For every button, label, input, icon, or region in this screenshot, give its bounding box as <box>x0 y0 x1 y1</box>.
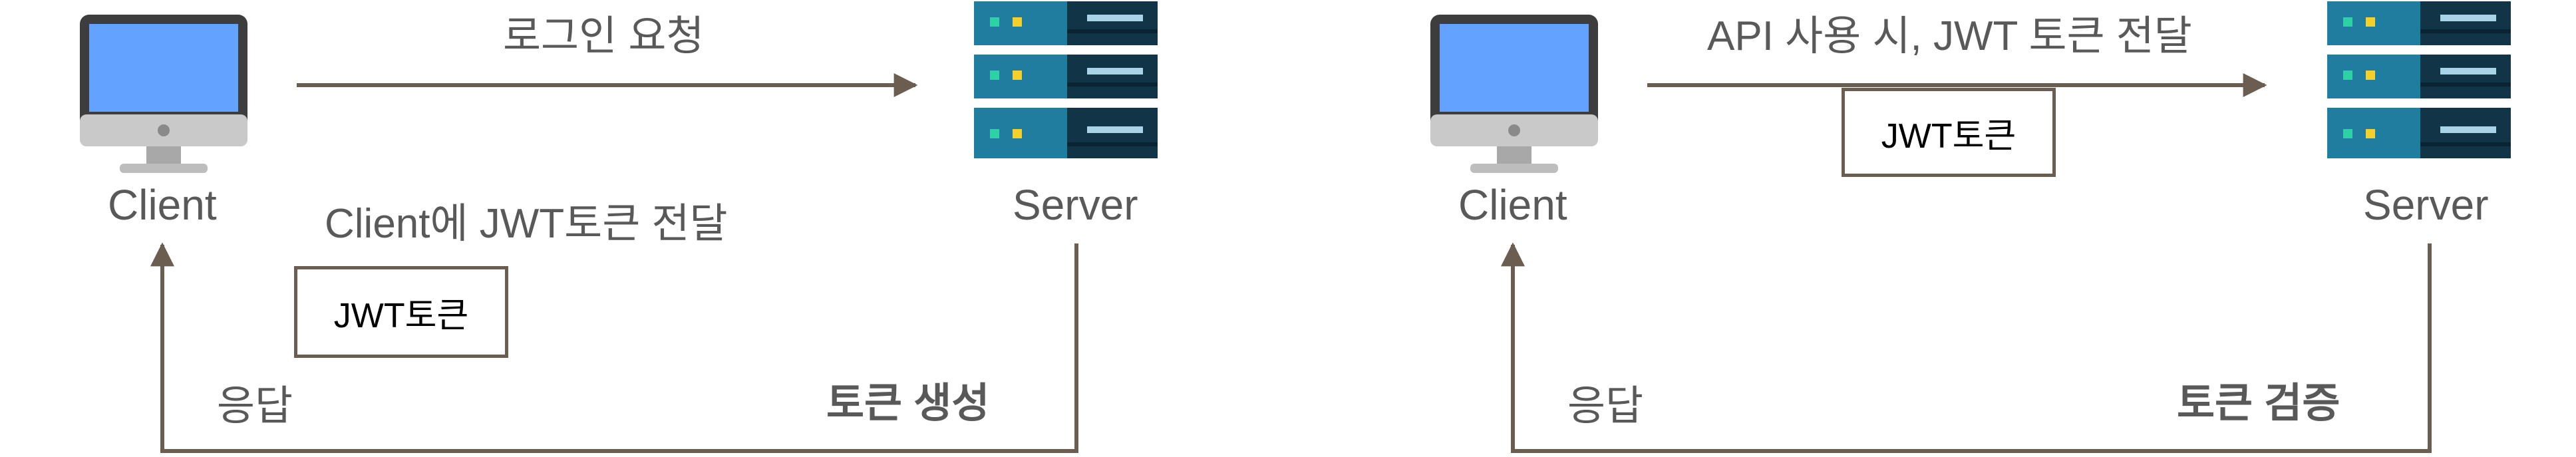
server-rack-icon <box>2327 1 2511 158</box>
api-request-label: API 사용 시, JWT 토큰 전달 <box>1707 13 2192 59</box>
server-label: Server <box>1013 181 1138 229</box>
jwt-token-box: JWT토큰 <box>294 266 508 358</box>
desktop-monitor-icon <box>1430 15 1598 173</box>
response-label: 응답 <box>217 383 293 429</box>
client-label: Client <box>1458 181 1567 229</box>
api-response-arrow <box>1501 242 2432 453</box>
response-label: 응답 <box>1567 383 1644 429</box>
token-verify-label: 토큰 검증 <box>2177 381 2340 426</box>
server-rack-icon <box>974 1 1158 158</box>
login-request-label: 로그인 요청 <box>503 13 705 59</box>
deliver-token-label: Client에 JWT토큰 전달 <box>325 201 728 247</box>
desktop-monitor-icon <box>80 15 247 173</box>
response-arrow <box>150 242 1078 453</box>
token-generate-label: 토큰 생성 <box>826 381 990 426</box>
server-label: Server <box>2363 181 2489 229</box>
client-label: Client <box>108 181 217 229</box>
jwt-token-box: JWT토큰 <box>1842 88 2056 177</box>
